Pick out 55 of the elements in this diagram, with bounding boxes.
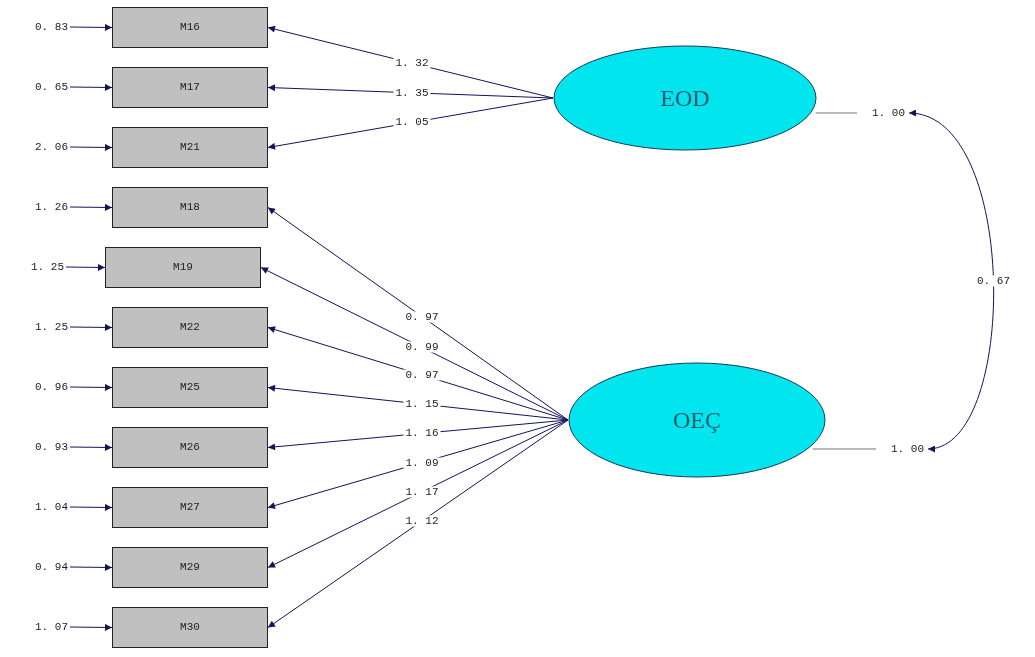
arrow bbox=[69, 203, 113, 211]
value-label: 0. 94 bbox=[4, 559, 70, 575]
edge-label: 1. 35 bbox=[393, 87, 431, 99]
arrow bbox=[69, 143, 113, 151]
value-label: 1. 00 bbox=[857, 105, 907, 121]
arrow bbox=[69, 443, 113, 451]
edge-label: 0. 97 bbox=[403, 311, 441, 323]
arrow bbox=[65, 263, 106, 271]
variable-box: M27 bbox=[112, 487, 268, 528]
value-label: 2. 06 bbox=[4, 139, 70, 155]
latent-label: EOD bbox=[660, 84, 710, 113]
latent-label: OEÇ bbox=[673, 406, 721, 435]
value-label: 1. 07 bbox=[4, 619, 70, 635]
value-label: 1. 25 bbox=[0, 259, 66, 275]
variable-box: M16 bbox=[112, 7, 268, 48]
value-label: 0. 93 bbox=[4, 439, 70, 455]
edge-label: 1. 12 bbox=[403, 515, 441, 527]
value-label: 1. 00 bbox=[876, 441, 926, 457]
variable-box: M26 bbox=[112, 427, 268, 468]
variable-box: M22 bbox=[112, 307, 268, 348]
edge-label: 1. 16 bbox=[403, 427, 441, 439]
connector-line bbox=[815, 112, 858, 114]
arrow bbox=[908, 111, 994, 451]
variable-box: M30 bbox=[112, 607, 268, 648]
value-label: 0. 83 bbox=[4, 19, 70, 35]
arrow bbox=[260, 267, 569, 421]
arrow bbox=[69, 503, 113, 511]
variable-box: M18 bbox=[112, 187, 268, 228]
variable-box: M19 bbox=[105, 247, 261, 288]
arrow bbox=[69, 323, 113, 331]
edge-label: 0. 97 bbox=[403, 369, 441, 381]
arrow bbox=[69, 23, 113, 31]
variable-box: M29 bbox=[112, 547, 268, 588]
edge-label: 1. 09 bbox=[403, 457, 441, 469]
edge-label: 1. 32 bbox=[393, 57, 431, 69]
variable-box: M25 bbox=[112, 367, 268, 408]
arrow bbox=[69, 563, 113, 571]
value-label: 0. 65 bbox=[4, 79, 70, 95]
connector-line bbox=[812, 448, 877, 450]
value-label: 1. 04 bbox=[4, 499, 70, 515]
variable-box: M17 bbox=[112, 67, 268, 108]
edge-label: 0. 99 bbox=[403, 341, 441, 353]
edge-label: 0. 67 bbox=[975, 275, 1012, 287]
value-label: 1. 26 bbox=[4, 199, 70, 215]
arrow bbox=[69, 83, 113, 91]
value-label: 0. 96 bbox=[4, 379, 70, 395]
arrow bbox=[267, 207, 569, 421]
edge-label: 1. 15 bbox=[403, 398, 441, 410]
edge-label: 1. 17 bbox=[403, 486, 441, 498]
arrow bbox=[69, 623, 113, 631]
variable-box: M21 bbox=[112, 127, 268, 168]
edge-label: 1. 05 bbox=[393, 117, 431, 128]
arrow bbox=[267, 419, 569, 628]
value-label: 1. 25 bbox=[4, 319, 70, 335]
arrow bbox=[69, 383, 113, 391]
